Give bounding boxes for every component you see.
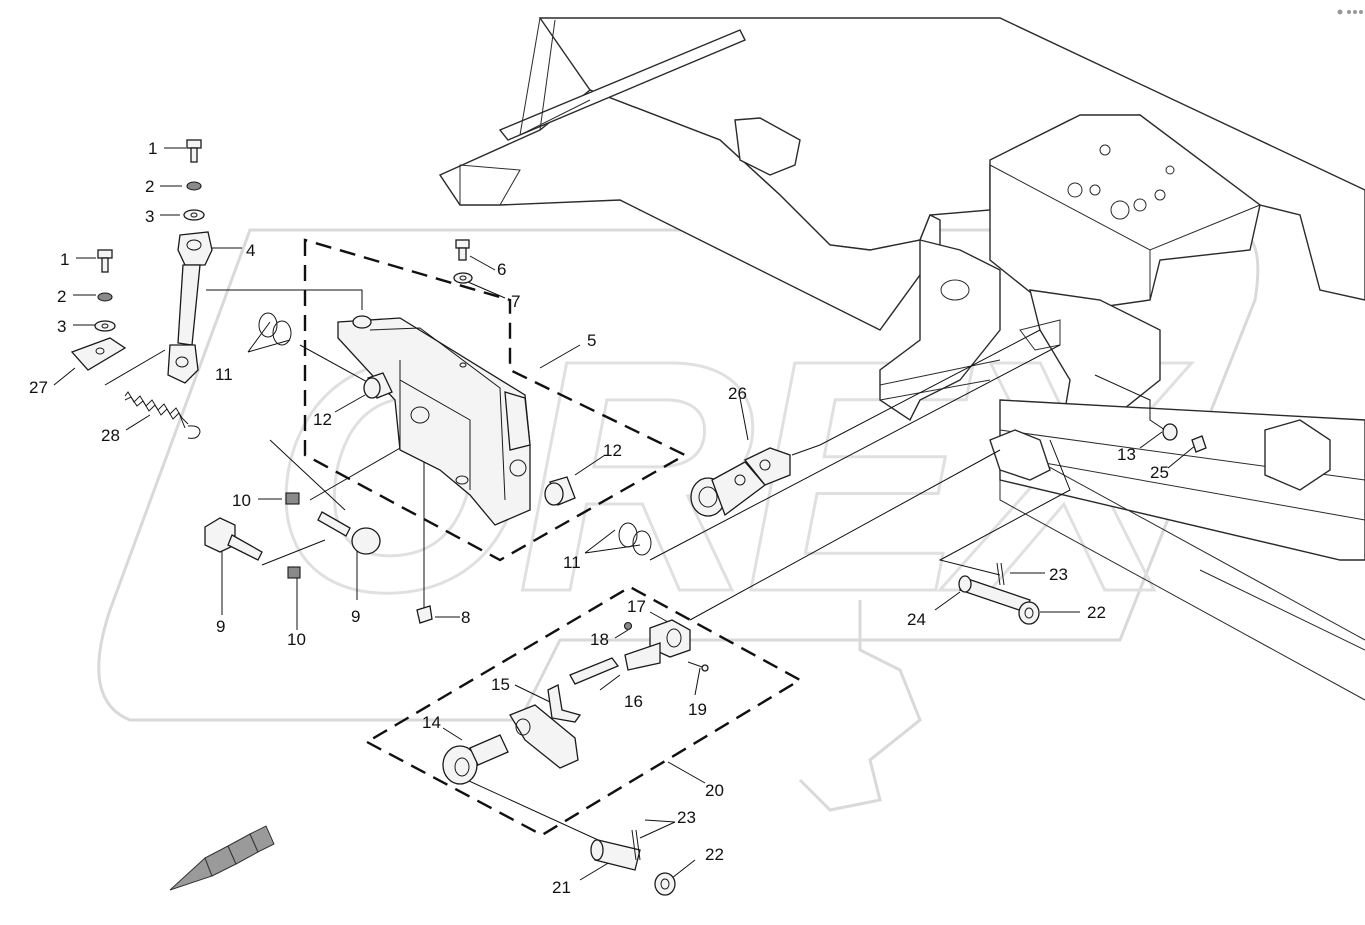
corner-marks [1337, 9, 1363, 15]
callout-10-upper: 10 [232, 491, 251, 510]
callout-7: 7 [511, 292, 520, 311]
callout-2-upper: 2 [145, 177, 154, 196]
direction-arrow-icon [169, 825, 275, 891]
callout-3-upper: 3 [145, 207, 154, 226]
callout-1-lower: 1 [60, 250, 69, 269]
callout-25: 25 [1150, 463, 1169, 482]
plate-27 [70, 337, 127, 371]
callout-18: 18 [590, 630, 609, 649]
bracket-5 [337, 315, 531, 526]
pin-9-right [317, 511, 381, 555]
leader-lines [53, 147, 1197, 881]
pin-9-left [204, 517, 263, 561]
callout-20: 20 [705, 781, 724, 800]
callout-22-right: 22 [1087, 603, 1106, 622]
callout-22-lower: 22 [705, 845, 724, 864]
callout-23-right: 23 [1049, 565, 1068, 584]
nut-8 [416, 605, 433, 624]
bolt-lower [94, 249, 116, 332]
pin-21 [590, 839, 641, 871]
turnbuckle-4 [167, 231, 213, 384]
callout-28: 28 [101, 426, 120, 445]
callout-8: 8 [461, 608, 470, 627]
bushing-12-right [544, 476, 576, 506]
callout-10-lower: 10 [287, 630, 306, 649]
callout-labels: 1 2 3 1 2 3 4 27 28 5 6 7 11 12 12 11 10… [29, 139, 1169, 897]
callout-1-upper: 1 [148, 139, 157, 158]
callout-13: 13 [1117, 445, 1136, 464]
assembly-box-20 [364, 585, 803, 837]
callout-6: 6 [497, 260, 506, 279]
cotter-pin-23-right [996, 562, 1005, 586]
callout-15: 15 [491, 675, 510, 694]
clip-15 [547, 684, 582, 723]
washer-22-lower [654, 872, 676, 896]
spring-28 [124, 391, 201, 439]
callout-11-upper: 11 [215, 365, 233, 384]
grease-nipple-10-b [287, 566, 301, 579]
callout-23-lower: 23 [677, 808, 696, 827]
grease-nipple-18 [623, 621, 633, 631]
cotter-pin-23-lower [631, 829, 641, 861]
callout-3-lower: 3 [57, 317, 66, 336]
callout-12-left: 12 [313, 410, 332, 429]
callout-24: 24 [907, 610, 926, 629]
callout-27: 27 [29, 378, 48, 397]
washer-13 [1162, 423, 1178, 441]
callout-2-lower: 2 [57, 287, 66, 306]
screw-19 [687, 661, 709, 672]
header-frame [438, 17, 1365, 701]
callout-11-lower: 11 [563, 553, 581, 572]
callout-21: 21 [552, 878, 571, 897]
callout-9-left: 9 [216, 617, 225, 636]
bolt-upper [183, 139, 205, 221]
rod-end-14 [442, 734, 509, 785]
washer-22-right [1018, 601, 1040, 625]
callout-12-right: 12 [603, 441, 622, 460]
bolt-6 [453, 239, 473, 284]
nut-25 [1191, 435, 1207, 453]
callout-19: 19 [688, 700, 707, 719]
callout-9-right: 9 [351, 607, 360, 626]
callout-14: 14 [422, 713, 441, 732]
o-rings-11-lower [618, 522, 652, 556]
assembly-box-5 [303, 238, 688, 562]
callout-5: 5 [587, 331, 596, 350]
slot-plate-16 [569, 657, 620, 685]
o-rings-11-upper [258, 312, 292, 346]
callout-16: 16 [624, 692, 643, 711]
bushing-12-left [363, 372, 393, 399]
rod-end-17 [624, 619, 691, 671]
grease-nipple-10-a [285, 492, 300, 505]
universal-joint-26 [690, 447, 791, 517]
callout-26: 26 [728, 384, 747, 403]
callout-17: 17 [627, 597, 646, 616]
linkage-15 [509, 704, 579, 769]
callout-4: 4 [246, 241, 255, 260]
